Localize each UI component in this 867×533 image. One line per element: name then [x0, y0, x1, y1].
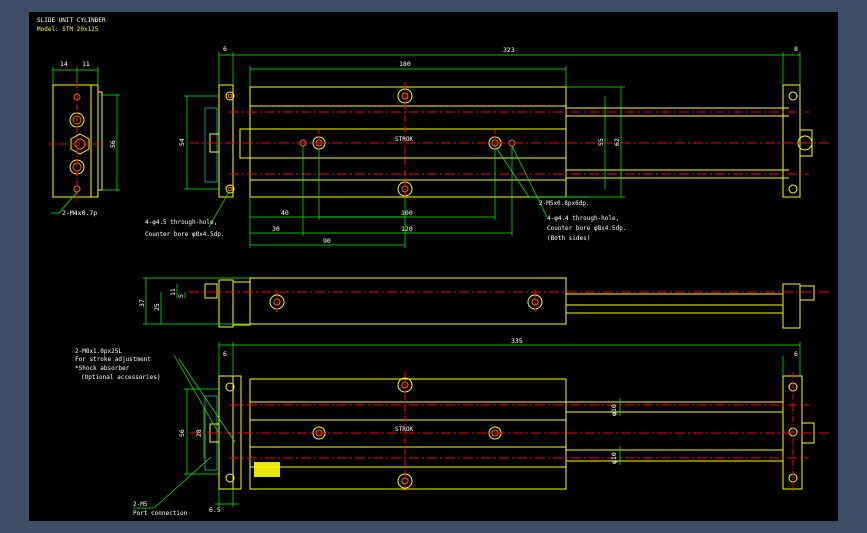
dim-phi10-b: φ10 — [610, 452, 618, 464]
cad-drawing: SLIDE UNIT CYLINDER Model: STM 20x125 14… — [37, 17, 829, 517]
dim-14: 14 — [60, 60, 68, 68]
note-m8-3: *Shock absorber — [75, 365, 130, 372]
dim-bot-6: 6 — [223, 350, 227, 358]
dim-11-mid: 11 — [169, 288, 177, 296]
dim-55: 55 — [597, 138, 605, 146]
dim-bot-56: 56 — [178, 429, 186, 437]
note-hole45-2: Counter bore φ8x4.5dp. — [145, 231, 224, 238]
title-line-1: SLIDE UNIT CYLINDER — [37, 17, 106, 24]
dim-5: 5 — [177, 294, 185, 298]
note-m4: 2-M4x0.7p — [62, 209, 97, 217]
dim-30: 30 — [272, 225, 280, 233]
dim-40: 40 — [281, 209, 289, 217]
dim-25: 25 — [153, 303, 161, 311]
side-view — [49, 67, 120, 214]
dim-37: 37 — [138, 299, 146, 307]
dim-phi10-a: φ10 — [610, 404, 618, 416]
stroke-label-bottom: STROK — [395, 426, 413, 433]
top-view — [184, 52, 829, 248]
note-m8-2: For stroke adjustment — [75, 356, 151, 363]
bottom-view — [133, 342, 829, 509]
note-port: Port connection — [133, 510, 188, 517]
drawing-canvas[interactable]: SLIDE UNIT CYLINDER Model: STM 20x125 14… — [29, 12, 838, 521]
dim-top-8: 8 — [794, 45, 798, 53]
note-m8-4: (Optional accessories) — [81, 374, 160, 381]
note-m5b: 2-M5 — [133, 501, 148, 508]
dim-6-5: 6.5 — [209, 506, 221, 514]
title-line-2: Model: STM 20x125 — [37, 26, 99, 33]
dim-120: 120 — [401, 225, 413, 233]
note-m5: 2-M5x0.8px6dp. — [539, 200, 590, 207]
note-hole44-2: Counter bore φ8x4.5dp. — [547, 225, 626, 232]
dim-top-6: 6 — [223, 45, 227, 53]
middle-view — [143, 277, 829, 329]
dim-323: 323 — [503, 46, 515, 54]
stroke-label-top: STROK — [395, 136, 413, 143]
dim-56: 56 — [109, 140, 117, 148]
dim-54: 54 — [178, 138, 186, 146]
dim-bot-right-6: 6 — [794, 350, 798, 358]
note-hole44-1: 4-φ4.4 through-hole, — [547, 215, 619, 222]
dim-62: 62 — [613, 138, 621, 146]
dim-11: 11 — [82, 60, 90, 68]
dim-100: 100 — [401, 209, 413, 217]
dim-bot-28: 28 — [195, 429, 203, 437]
dim-90: 90 — [323, 237, 331, 245]
dim-180: 180 — [399, 60, 411, 68]
note-hole44-3: (Both sides) — [547, 235, 590, 242]
dim-335: 335 — [511, 337, 523, 345]
note-hole45-1: 4-φ4.5 through-hole, — [145, 219, 217, 226]
note-m8-1: 2-M8x1.0px25L — [75, 348, 122, 355]
